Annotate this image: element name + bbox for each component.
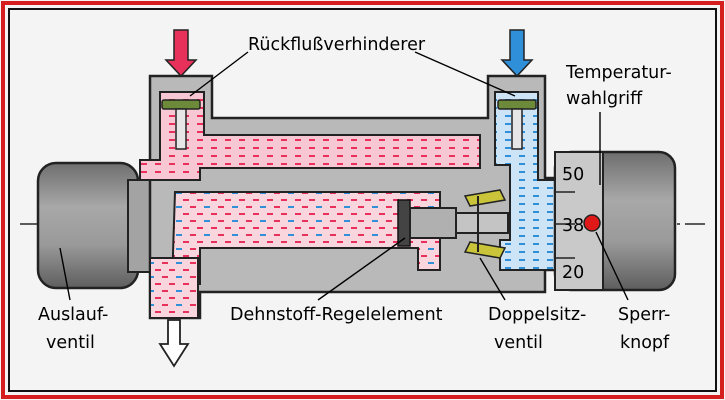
check-valve-left bbox=[161, 99, 201, 150]
cold-water-channel bbox=[494, 91, 556, 271]
label-temp-handle-1: Temperatur- bbox=[565, 63, 672, 83]
inner-border bbox=[8, 8, 717, 392]
scale-label-top: 50 bbox=[562, 165, 584, 185]
label-outlet-valve-1: Auslauf- bbox=[38, 305, 108, 325]
scale-label-middle: 38 bbox=[562, 216, 584, 236]
label-double-seat-1: Doppelsitz- bbox=[488, 305, 586, 325]
scale-label-bottom: 20 bbox=[562, 263, 584, 283]
label-lock-knob-2: knopf bbox=[620, 333, 670, 353]
label-check-valve: Rückflußverhinderer bbox=[248, 35, 426, 55]
check-valve-right bbox=[497, 99, 537, 150]
scale-marks bbox=[555, 191, 575, 259]
hot-inlet-arrow bbox=[164, 29, 198, 78]
cold-inlet-arrow bbox=[500, 29, 534, 78]
double-seat-valve bbox=[463, 189, 507, 259]
label-lock-knob-1: Sperr- bbox=[618, 305, 670, 325]
leader-lines bbox=[59, 51, 629, 301]
lock-knob-indicator bbox=[583, 214, 601, 232]
outlet-arrow bbox=[158, 319, 190, 368]
thermostatic-element bbox=[397, 199, 509, 247]
label-temp-handle-2: wahlgriff bbox=[566, 89, 643, 109]
label-thermo-element: Dehnstoff-Regelelement bbox=[230, 305, 443, 325]
hot-water-channel bbox=[139, 91, 481, 181]
temperature-handle bbox=[553, 150, 677, 292]
label-outlet-valve-2: ventil bbox=[46, 333, 95, 353]
label-double-seat-2: ventil bbox=[494, 333, 543, 353]
